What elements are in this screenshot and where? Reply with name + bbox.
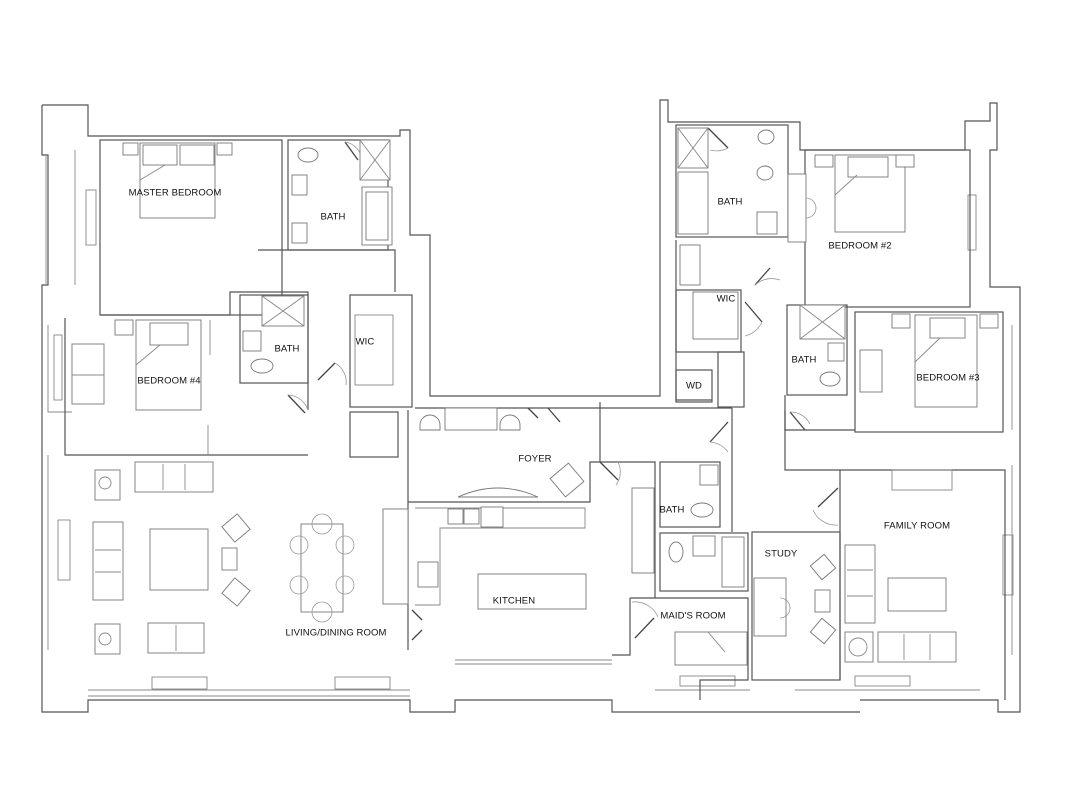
- room-label-family-room: FAMILY ROOM: [883, 520, 951, 532]
- room-label-wic-west: WIC: [355, 336, 375, 348]
- room-label-bedroom-4: BEDROOM #4: [137, 375, 201, 387]
- room-label-bath-bed2: BATH: [717, 196, 743, 208]
- room-label-wd: WD: [685, 380, 703, 392]
- room-label-maids-room: MAID'S ROOM: [660, 610, 726, 622]
- room-label-master-bath: BATH: [320, 211, 346, 223]
- room-label-wic-east: WIC: [716, 293, 736, 305]
- room-label-living-dining: LIVING/DINING ROOM: [285, 627, 387, 639]
- room-label-master-bedroom: MASTER BEDROOM: [128, 187, 222, 199]
- room-label-foyer: FOYER: [518, 453, 552, 465]
- room-label-kitchen: KITCHEN: [492, 595, 536, 607]
- room-label-bath-bed4: BATH: [274, 343, 300, 355]
- furniture: [71, 127, 999, 666]
- doors: [287, 127, 839, 641]
- room-label-bedroom-2: BEDROOM #2: [828, 240, 892, 252]
- exterior-walls: [41, 99, 1021, 713]
- room-label-study: STUDY: [764, 548, 798, 560]
- room-label-bedroom-3: BEDROOM #3: [916, 372, 980, 384]
- room-label-powder-bath: BATH: [659, 504, 685, 516]
- room-label-bath-bed3: BATH: [791, 354, 817, 366]
